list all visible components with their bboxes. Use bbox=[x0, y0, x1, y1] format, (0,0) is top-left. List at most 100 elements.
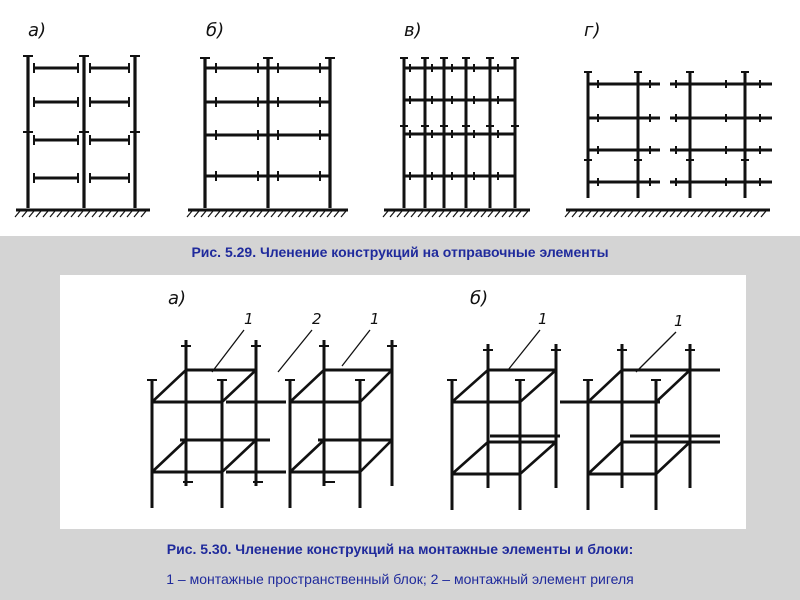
ground-hatch bbox=[522, 210, 529, 218]
ground-hatch bbox=[235, 210, 242, 218]
ground-hatch bbox=[564, 210, 571, 218]
ground-hatch bbox=[133, 210, 140, 218]
ground-hatch bbox=[438, 210, 445, 218]
label-v-529: в) bbox=[404, 20, 422, 41]
ground-hatch bbox=[77, 210, 84, 218]
ground-hatch bbox=[242, 210, 249, 218]
ground-hatch bbox=[690, 210, 697, 218]
ground-hatch bbox=[70, 210, 77, 218]
figure-530-caption: Рис. 5.30. Членение конструкций на монта… bbox=[166, 541, 634, 557]
ground-hatch bbox=[186, 210, 193, 218]
figure-529-caption: Рис. 5.29. Членение конструкций на отпра… bbox=[191, 244, 609, 260]
ground-hatch bbox=[669, 210, 676, 218]
label-b-529: б) bbox=[206, 20, 224, 41]
ground-hatch bbox=[14, 210, 21, 218]
ground-hatch bbox=[207, 210, 214, 218]
ground-hatch bbox=[592, 210, 599, 218]
ground-hatch bbox=[249, 210, 256, 218]
ground-hatch bbox=[284, 210, 291, 218]
label-a-529: а) bbox=[28, 20, 46, 41]
ground-hatch bbox=[585, 210, 592, 218]
ground-hatch bbox=[21, 210, 28, 218]
ground-hatch bbox=[291, 210, 298, 218]
ground-hatch bbox=[606, 210, 613, 218]
ground-hatch bbox=[452, 210, 459, 218]
ground-hatch bbox=[620, 210, 627, 218]
ground-hatch bbox=[732, 210, 739, 218]
ground-hatch bbox=[140, 210, 147, 218]
ground-hatch bbox=[760, 210, 767, 218]
ground-hatch bbox=[49, 210, 56, 218]
ground-hatch bbox=[753, 210, 760, 218]
ground-hatch bbox=[711, 210, 718, 218]
ground-hatch bbox=[718, 210, 725, 218]
ground-hatch bbox=[63, 210, 70, 218]
ground-hatch bbox=[200, 210, 207, 218]
ground-hatch bbox=[480, 210, 487, 218]
ground-hatch bbox=[214, 210, 221, 218]
ground-hatch bbox=[84, 210, 91, 218]
ground-hatch bbox=[382, 210, 389, 218]
ground-hatch bbox=[312, 210, 319, 218]
ground-hatch bbox=[98, 210, 105, 218]
ground-hatch bbox=[627, 210, 634, 218]
ground-hatch bbox=[340, 210, 347, 218]
ground-hatch bbox=[445, 210, 452, 218]
ground-hatch bbox=[319, 210, 326, 218]
ground-hatch bbox=[508, 210, 515, 218]
ground-hatch bbox=[119, 210, 126, 218]
ground-hatch bbox=[466, 210, 473, 218]
ground-hatch bbox=[403, 210, 410, 218]
ground-hatch bbox=[126, 210, 133, 218]
ground-hatch bbox=[648, 210, 655, 218]
ground-hatch bbox=[683, 210, 690, 218]
ground-hatch bbox=[599, 210, 606, 218]
ground-hatch bbox=[270, 210, 277, 218]
figure-530-panel bbox=[60, 275, 746, 529]
ground-hatch bbox=[578, 210, 585, 218]
ground-hatch bbox=[424, 210, 431, 218]
ground-hatch bbox=[193, 210, 200, 218]
ground-hatch bbox=[263, 210, 270, 218]
ground-hatch bbox=[228, 210, 235, 218]
figure-530-legend: 1 – монтажные пространственный блок; 2 –… bbox=[166, 571, 634, 587]
ground-hatch bbox=[277, 210, 284, 218]
ground-hatch bbox=[35, 210, 42, 218]
ground-hatch bbox=[655, 210, 662, 218]
ground-hatch bbox=[725, 210, 732, 218]
ground-hatch bbox=[410, 210, 417, 218]
ground-hatch bbox=[739, 210, 746, 218]
ground-hatch bbox=[697, 210, 704, 218]
label-g-529: г) bbox=[584, 20, 600, 41]
ground-hatch bbox=[333, 210, 340, 218]
ground-hatch bbox=[91, 210, 98, 218]
ground-hatch bbox=[473, 210, 480, 218]
ground-hatch bbox=[662, 210, 669, 218]
ground-hatch bbox=[389, 210, 396, 218]
ground-hatch bbox=[494, 210, 501, 218]
ground-hatch bbox=[634, 210, 641, 218]
ground-hatch bbox=[515, 210, 522, 218]
ground-hatch bbox=[42, 210, 49, 218]
ground-hatch bbox=[396, 210, 403, 218]
ground-hatch bbox=[221, 210, 228, 218]
ground-hatch bbox=[298, 210, 305, 218]
ground-hatch bbox=[459, 210, 466, 218]
ground-hatch bbox=[305, 210, 312, 218]
ground-hatch bbox=[746, 210, 753, 218]
figure-529-drawing: а) б) в) г) bbox=[14, 20, 772, 218]
ground-hatch bbox=[676, 210, 683, 218]
ground-hatch bbox=[105, 210, 112, 218]
ground-hatch bbox=[613, 210, 620, 218]
ground-hatch bbox=[487, 210, 494, 218]
ground-hatch bbox=[704, 210, 711, 218]
ground-hatch bbox=[641, 210, 648, 218]
ground-hatch bbox=[256, 210, 263, 218]
ground-hatch bbox=[431, 210, 438, 218]
ground-hatch bbox=[571, 210, 578, 218]
ground-hatch bbox=[501, 210, 508, 218]
ground-hatch bbox=[112, 210, 119, 218]
ground-hatch bbox=[326, 210, 333, 218]
figure-529-panel bbox=[0, 0, 800, 236]
ground-hatch bbox=[417, 210, 424, 218]
